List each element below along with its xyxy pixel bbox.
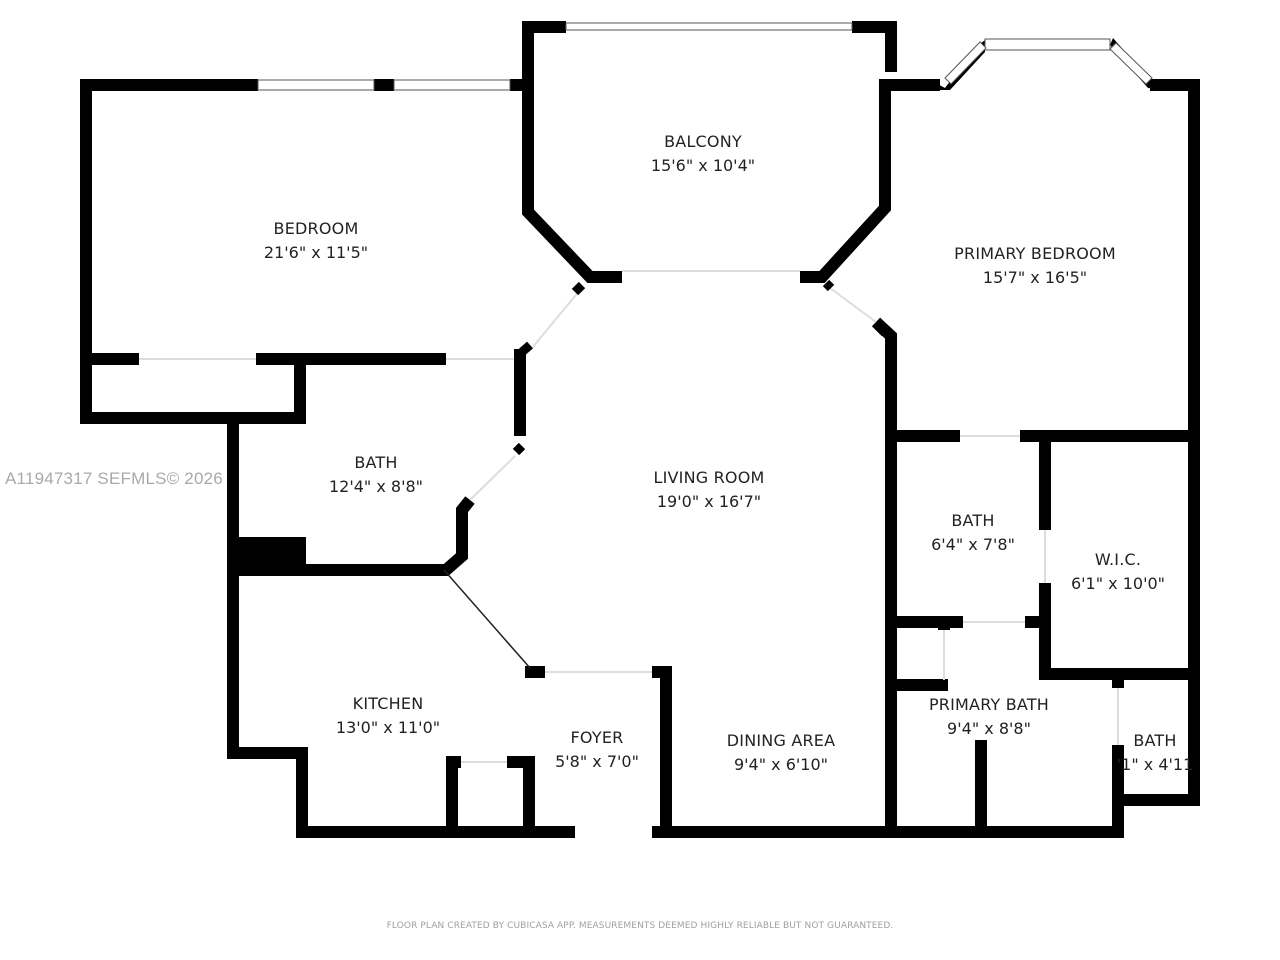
room-label-wic: W.I.C. 6'1" x 10'0" [1071,548,1165,596]
room-label-living-room: LIVING ROOM 19'0" x 16'7" [653,466,764,514]
room-label-bath-2: BATH 6'4" x 7'8" [931,509,1015,557]
windows [257,22,1153,91]
room-dimensions: 9'4" x 6'10" [733,755,829,774]
room-dimensions: 13'0" x 11'0" [335,718,441,737]
room-name: BATH [951,511,995,530]
room-name: BATH [354,453,398,472]
room-dimensions: 9'4" x 8'8" [947,719,1031,738]
mls-watermark: A11947317 SEFMLS© 2026 [5,469,223,488]
room-dimensions: 6'4" x 7'8" [931,535,1015,554]
room-label-balcony: BALCONY 15'6" x 10'4" [651,130,755,178]
room-dimensions: 15'7" x 16'5" [982,268,1088,287]
room-dimensions: '1" x 4'11 [1116,755,1194,774]
openings [139,270,1119,763]
room-dimensions: 6'1" x 10'0" [1070,574,1166,593]
room-label-dining-area: DINING AREA 9'4" x 6'10" [727,729,836,777]
room-name: BALCONY [664,132,742,151]
room-label-bath-1: BATH 12'4" x 8'8" [329,451,423,499]
room-dimensions: 19'0" x 16'7" [656,492,762,511]
room-label-bedroom: BEDROOM 21'6" x 11'5" [264,217,368,265]
room-label-bath-3: BATH '1" x 4'11 [1117,729,1194,777]
room-name: BATH [1133,731,1177,750]
cabinet-block [233,537,306,570]
room-dimensions: 21'6" x 11'5" [263,243,369,262]
room-name: DINING AREA [726,731,836,750]
room-name: FOYER [570,728,624,747]
room-label-kitchen: KITCHEN 13'0" x 11'0" [336,692,440,740]
room-name: LIVING ROOM [653,468,765,487]
room-label-primary-bedroom: PRIMARY BEDROOM 15'7" x 16'5" [954,242,1116,290]
room-name: BEDROOM [273,219,359,238]
room-name: W.I.C. [1094,550,1142,569]
room-dimensions: 5'8" x 7'0" [555,752,639,771]
room-label-foyer: FOYER 5'8" x 7'0" [555,726,639,774]
room-name: PRIMARY BATH [928,695,1050,714]
room-label-primary-bath: PRIMARY BATH 9'4" x 8'8" [929,693,1049,741]
room-dimensions: 15'6" x 10'4" [650,156,756,175]
room-name: PRIMARY BEDROOM [954,244,1116,263]
footer-disclaimer: FLOOR PLAN CREATED BY CUBICASA APP. MEAS… [386,921,894,931]
room-name: KITCHEN [352,694,424,713]
kitchen-counter-line [443,569,531,669]
room-dimensions: 12'4" x 8'8" [328,477,424,496]
